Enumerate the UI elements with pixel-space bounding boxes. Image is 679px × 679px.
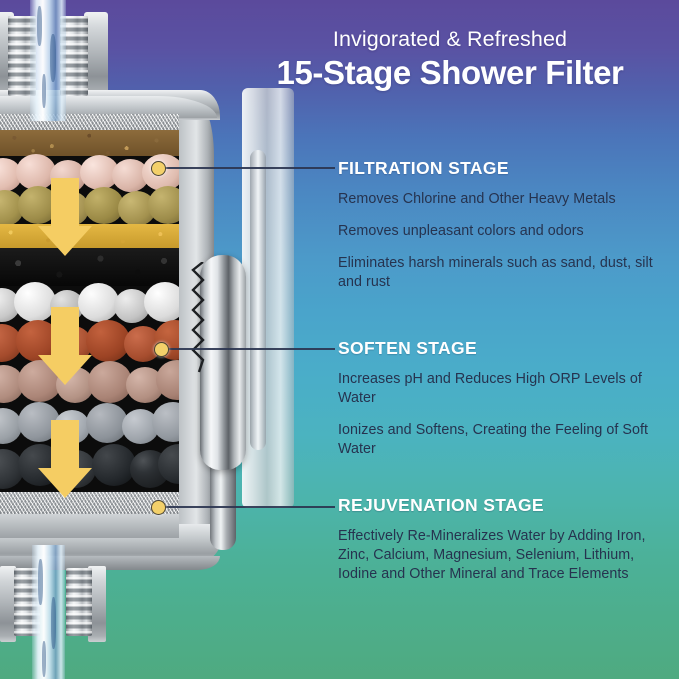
water-stream-bottom [32, 545, 65, 679]
filter-lever-handle [200, 255, 246, 470]
layer-bottom-plate [0, 514, 179, 538]
callout-dot-filtration [151, 161, 166, 176]
stage-paragraph: Removes Chlorine and Other Heavy Metals [338, 191, 616, 207]
leader-line-rejuvenation [163, 506, 335, 508]
seam-squiggle-icon [191, 262, 205, 373]
stage-block-soften: SOFTEN STAGE Increases pH and Reduces Hi… [338, 338, 668, 458]
leader-line-filtration [163, 167, 335, 169]
flow-arrow-top [38, 178, 92, 256]
water-stream-top [30, 0, 66, 121]
callout-dot-rejuvenation [151, 500, 166, 515]
kicker-text: Invigorated & Refreshed [332, 27, 568, 51]
layer-pink-beads [0, 154, 179, 194]
outlet-thread-right [66, 568, 92, 636]
layer-brown-grit [0, 130, 179, 156]
stage-paragraph: Effectively Re-Mineralizes Water by Addi… [338, 528, 646, 582]
leader-line-soften [166, 348, 335, 350]
stage-paragraph: Increases pH and Reduces High ORP Levels… [338, 371, 642, 406]
title-block: Invigorated & Refreshed 15-Stage Shower … [230, 28, 670, 92]
stage-title-filtration: FILTRATION STAGE [338, 158, 509, 178]
stage-block-filtration: FILTRATION STAGE Removes Chlorine and Ot… [338, 158, 668, 291]
callout-dot-soften [154, 342, 169, 357]
layer-grey-white-beads [0, 282, 179, 328]
inlet-collar-right [84, 12, 108, 98]
shower-filter-illustration [0, 0, 322, 679]
page-title: 15-Stage Shower Filter [276, 53, 624, 91]
stage-paragraph: Removes unpleasant colors and odors [338, 222, 584, 239]
stage-title-soften: SOFTEN STAGE [338, 338, 478, 358]
flow-arrow-bottom [38, 420, 92, 498]
housing-right-chrome-inlay [250, 150, 266, 450]
filter-media-cutaway [0, 114, 179, 538]
layer-top-mesh [0, 114, 179, 130]
stage-block-rejuvenation: REJUVENATION STAGE Effectively Re-Minera… [338, 495, 668, 584]
flow-arrow-middle [38, 307, 92, 385]
outlet-collar-right [88, 566, 106, 642]
stage-paragraph: Eliminates harsh minerals such as sand, … [338, 254, 653, 290]
stage-paragraph: Ionizes and Softens, Creating the Feelin… [338, 421, 649, 457]
outlet-collar-left [0, 566, 16, 642]
stage-title-rejuvenation: REJUVENATION STAGE [338, 495, 544, 515]
